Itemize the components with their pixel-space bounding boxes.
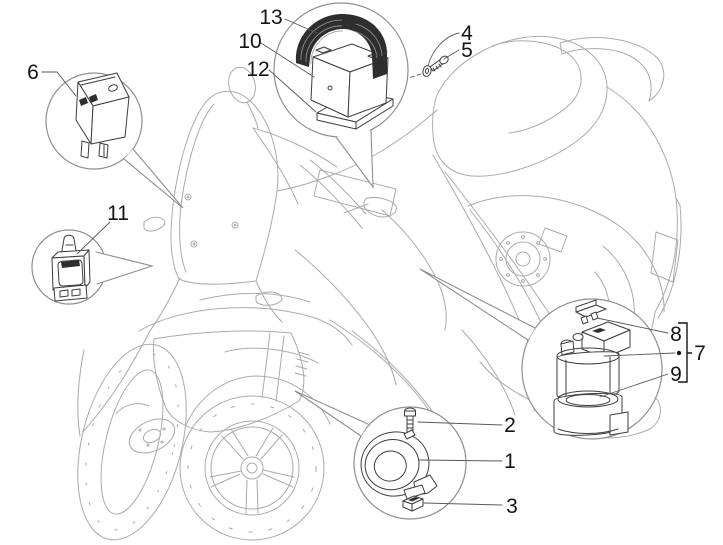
callout-labels: 6 13 10 12 4 5 11 2 1 3 8 7 9 <box>27 6 706 518</box>
group-bracket <box>678 322 692 383</box>
callout-4-label: 4 <box>461 22 473 45</box>
scooter-line-art <box>77 35 682 541</box>
windshield-screws <box>184 193 239 248</box>
bullet-marker <box>676 350 682 356</box>
relay-icon <box>75 72 130 159</box>
starter-relay-icon <box>553 299 631 436</box>
callout-leader-lines <box>41 18 692 506</box>
rear-brake-disc-icon <box>495 231 551 287</box>
horn-icon <box>360 407 438 512</box>
callout-5-label: 5 <box>461 39 473 62</box>
front-grille-icon <box>153 330 305 433</box>
callout-6-label: 6 <box>27 61 39 84</box>
callout-1-label: 1 <box>504 450 516 473</box>
balloon-pointers <box>95 129 536 437</box>
front-left-wheel-icon <box>77 343 187 541</box>
front-right-wheel-icon <box>179 375 331 541</box>
callout-8-label: 8 <box>670 323 682 346</box>
callout-12-label: 12 <box>246 58 269 81</box>
callout-3-label: 3 <box>506 495 518 518</box>
callout-2-label: 2 <box>504 414 516 437</box>
callout-13-label: 13 <box>259 6 282 29</box>
callout-11-label: 11 <box>107 202 129 225</box>
callout-10-label: 10 <box>238 30 261 53</box>
battery-with-strap-icon <box>295 13 394 130</box>
callout-9-label: 9 <box>670 363 682 386</box>
switch-sensor-icon <box>51 234 91 302</box>
callout-7-label: 7 <box>694 342 706 365</box>
